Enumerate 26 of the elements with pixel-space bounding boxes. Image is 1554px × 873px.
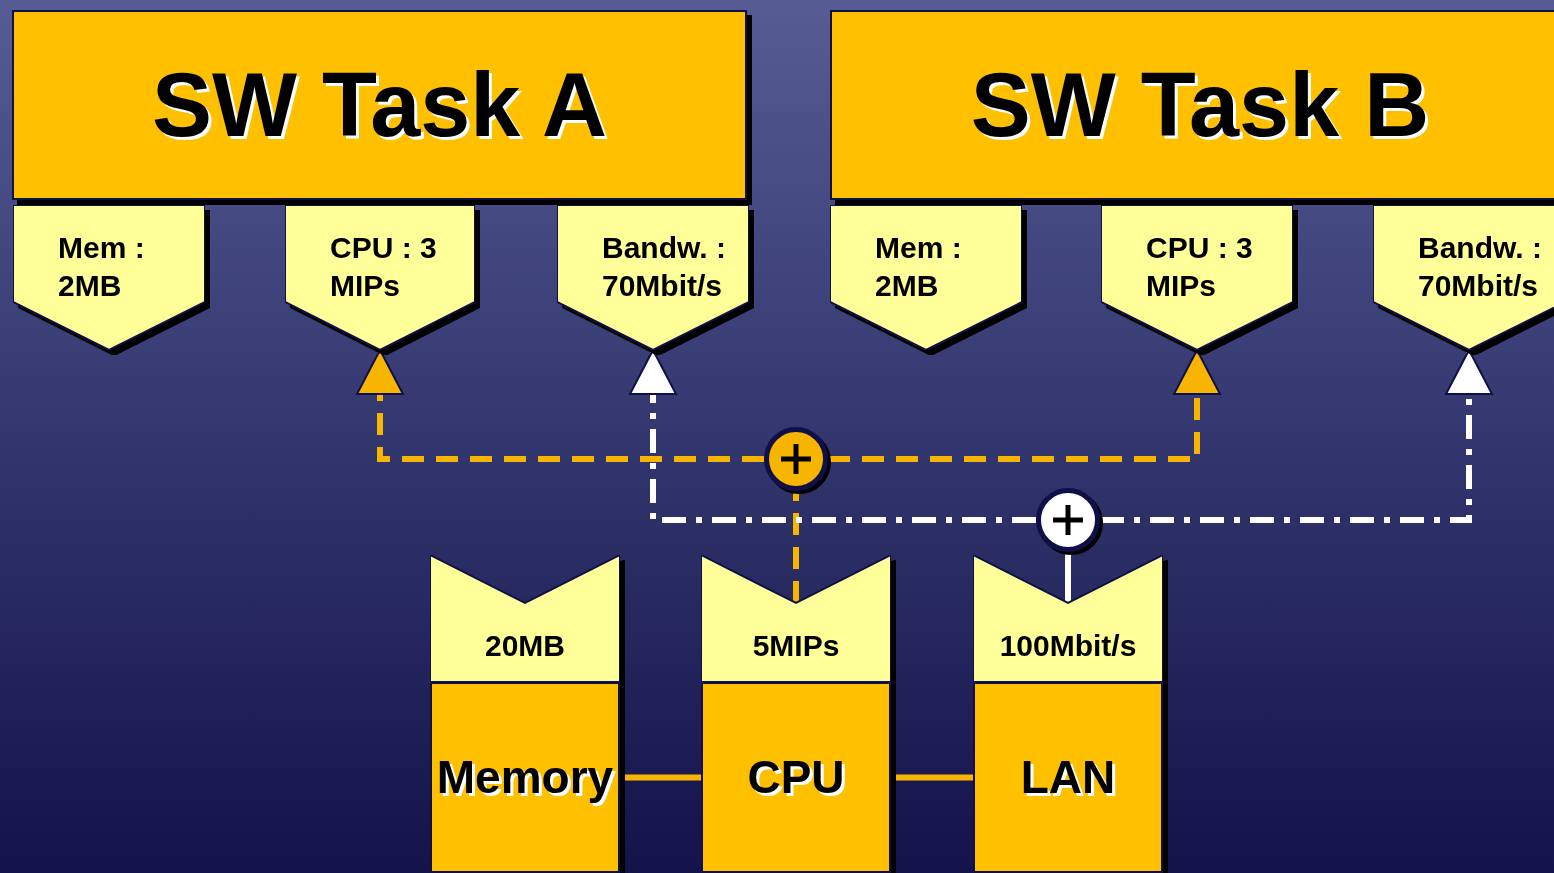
requirement-tag <box>557 205 749 350</box>
task-title: SW Task B <box>970 60 1430 150</box>
capacity-tag <box>430 555 620 682</box>
requirement-tag <box>1373 205 1554 350</box>
requirement-label: CPU : 3 MIPs <box>1146 230 1254 304</box>
capacity-label: 100Mbit/s <box>998 631 1138 661</box>
requirement-tag <box>1101 205 1293 350</box>
arrow <box>356 349 764 462</box>
requirement-label: CPU : 3 MIPs <box>330 230 438 304</box>
capacity-label: 5MIPs <box>751 631 841 661</box>
capacity-tag <box>973 555 1163 682</box>
arrow <box>1100 349 1493 523</box>
requirement-tag <box>285 205 475 350</box>
resource-label: CPU <box>747 754 845 800</box>
capacity-label: 20MB <box>484 631 566 661</box>
requirement-label: Bandw. : 70Mbit/s <box>1418 230 1543 304</box>
requirement-label: Bandw. : 70Mbit/s <box>602 230 727 304</box>
arrow <box>828 349 1221 462</box>
requirement-label: Mem : 2MB <box>875 230 963 304</box>
task-title: SW Task A <box>151 60 608 150</box>
requirement-label: Mem : 2MB <box>58 230 146 304</box>
capacity-tag <box>701 555 891 682</box>
resource-label: LAN <box>1020 754 1116 800</box>
arrow <box>629 349 1036 523</box>
requirement-tag <box>830 205 1022 350</box>
requirement-tag <box>13 205 205 350</box>
